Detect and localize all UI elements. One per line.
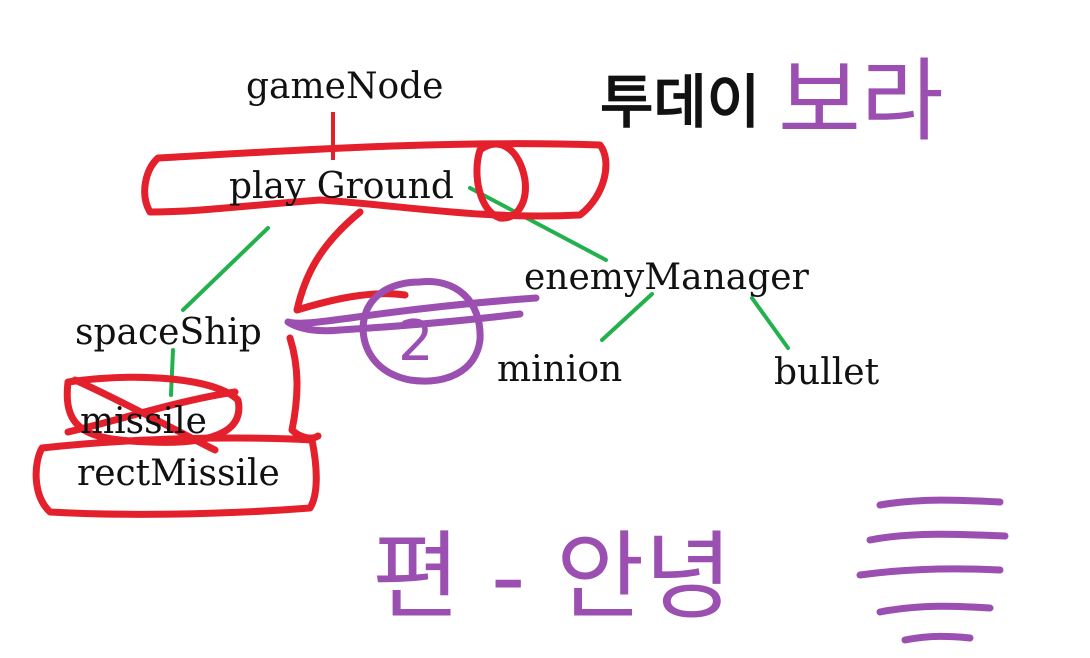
link-to-spaceship-scribble: [293, 208, 409, 314]
missile-cross-scribble: [64, 376, 239, 454]
edge-spaceship-missile: [169, 348, 175, 397]
edge-enemymanager-minion: [600, 292, 654, 342]
arrow-to-spaceship-scribble: [284, 294, 540, 335]
node-rect-missile: rectMissile: [77, 453, 280, 494]
edge-playground-enemymanager: [468, 186, 608, 262]
edge-enemymanager-bullet: [750, 296, 790, 350]
link-to-rectmissile-scribble: [286, 334, 322, 442]
node-play-ground: play Ground: [229, 166, 454, 207]
node-game-node: gameNode: [246, 66, 443, 107]
playground-outline-scribble: [141, 140, 610, 220]
node-enemy-manager: enemyManager: [524, 257, 810, 298]
title-black-text: 투데이: [600, 68, 760, 136]
missile-circle-scribble: [63, 373, 243, 446]
edge-playground-spaceship: [181, 226, 270, 312]
bottom-note-text: 편 - 안녕: [372, 521, 733, 633]
playground-end-oval-scribble: [473, 140, 529, 222]
node-bullet: bullet: [774, 352, 880, 393]
rectmissile-outline-scribble: [32, 434, 320, 518]
circled-number-text: 2: [398, 309, 434, 374]
node-missile: missile: [80, 401, 207, 442]
node-space-ship: spaceShip: [75, 312, 262, 353]
bottom-tilde-scribble: [856, 496, 1009, 644]
node-minion: minion: [497, 349, 622, 390]
title-purple-text: 보라: [778, 49, 944, 154]
